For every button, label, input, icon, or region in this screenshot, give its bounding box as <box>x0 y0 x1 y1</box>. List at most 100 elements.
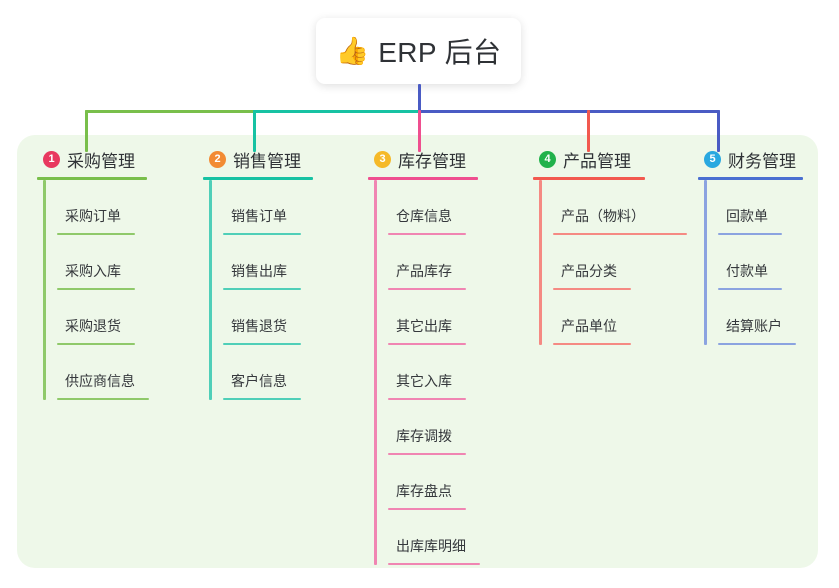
leaf-item[interactable]: 付款单 <box>718 235 803 290</box>
leaf-item-underline <box>553 288 631 290</box>
leaf-item[interactable]: 其它入库 <box>388 345 478 400</box>
leaf-spine-connector <box>43 180 46 400</box>
branch-title-underline <box>698 177 803 180</box>
leaf-item[interactable]: 库存调拨 <box>388 400 478 455</box>
leaf-list-采购管理: 采购订单采购入库采购退货供应商信息 <box>43 180 149 400</box>
leaf-spine-connector <box>374 180 377 565</box>
branch-title-label: 财务管理 <box>728 151 796 171</box>
leaf-item-underline <box>388 343 466 345</box>
bus-segment-green <box>85 110 256 113</box>
branch-title-underline <box>368 177 478 180</box>
leaf-item[interactable]: 产品单位 <box>553 290 645 345</box>
leaf-item-underline <box>57 288 135 290</box>
leaf-item[interactable]: 客户信息 <box>223 345 313 400</box>
leaf-item[interactable]: 销售订单 <box>223 180 313 235</box>
leaf-item-underline <box>388 233 466 235</box>
branch-title-underline <box>203 177 313 180</box>
branch-header-采购管理[interactable]: 1 采购管理 <box>37 146 147 172</box>
leaf-item-underline <box>223 398 301 400</box>
branch-title-label: 产品管理 <box>563 151 631 171</box>
branch-title-underline <box>533 177 645 180</box>
branches-backdrop-panel <box>17 135 818 568</box>
branch-title-label: 销售管理 <box>233 151 301 171</box>
branch-drop-connector-3 <box>418 110 421 152</box>
leaf-item-underline <box>57 233 135 235</box>
leaf-item[interactable]: 回款单 <box>718 180 803 235</box>
leaf-item[interactable]: 出库库明细 <box>388 510 480 565</box>
leaf-item[interactable]: 采购订单 <box>57 180 147 235</box>
leaf-item-underline <box>388 288 466 290</box>
leaf-item-label: 库存盘点 <box>396 483 452 499</box>
leaf-item-underline <box>718 288 782 290</box>
leaf-spine-connector <box>209 180 212 400</box>
leaf-item-underline <box>718 343 796 345</box>
branch-header-销售管理[interactable]: 2 销售管理 <box>203 146 313 172</box>
leaf-item[interactable]: 销售退货 <box>223 290 313 345</box>
leaf-item-label: 采购退货 <box>65 318 121 334</box>
branch-drop-connector-5 <box>717 110 720 152</box>
branch-drop-connector-2 <box>253 110 256 152</box>
leaf-item[interactable]: 产品库存 <box>388 235 478 290</box>
leaf-item-label: 销售退货 <box>231 318 287 334</box>
leaf-item[interactable]: 库存盘点 <box>388 455 478 510</box>
branch-number-badge-5: 5 <box>704 150 721 168</box>
leaf-item-label: 产品库存 <box>396 263 452 279</box>
branch-number-badge-2: 2 <box>209 150 226 168</box>
leaf-item[interactable]: 采购退货 <box>57 290 147 345</box>
leaf-item[interactable]: 供应商信息 <box>57 345 149 400</box>
branch-number-badge-1: 1 <box>43 150 60 168</box>
leaf-item-label: 库存调拨 <box>396 428 452 444</box>
leaf-item-label: 其它出库 <box>396 318 452 334</box>
leaf-item-label: 销售出库 <box>231 263 287 279</box>
branch-drop-connector-1 <box>85 110 88 152</box>
leaf-spine-connector <box>704 180 707 345</box>
branch-number-badge-3: 3 <box>374 150 391 168</box>
leaf-item-underline <box>553 343 631 345</box>
leaf-item-label: 结算账户 <box>726 318 782 334</box>
branch-header-财务管理[interactable]: 5 财务管理 <box>698 146 803 172</box>
leaf-list-财务管理: 回款单付款单结算账户 <box>704 180 803 345</box>
leaf-item-underline <box>57 398 149 400</box>
thumbs-up-icon: 👍 <box>335 35 370 66</box>
leaf-item-underline <box>57 343 135 345</box>
leaf-item-label: 产品分类 <box>561 263 617 279</box>
leaf-spine-connector <box>539 180 542 345</box>
leaf-item-label: 采购订单 <box>65 208 121 224</box>
leaf-item-underline <box>718 233 782 235</box>
leaf-item[interactable]: 仓库信息 <box>388 180 478 235</box>
leaf-item-label: 产品单位 <box>561 318 617 334</box>
branch-header-库存管理[interactable]: 3 库存管理 <box>368 146 478 172</box>
leaf-item-underline <box>223 343 301 345</box>
root-node-card[interactable]: 👍 ERP 后台 <box>316 18 521 84</box>
leaf-item[interactable]: 产品分类 <box>553 235 645 290</box>
branch-column-库存管理: 3 库存管理仓库信息产品库存其它出库其它入库库存调拨库存盘点出库库明细 <box>368 146 480 565</box>
leaf-item-label: 采购入库 <box>65 263 121 279</box>
leaf-item[interactable]: 采购入库 <box>57 235 147 290</box>
branch-drop-connector-4 <box>587 110 590 152</box>
leaf-item[interactable]: 销售出库 <box>223 235 313 290</box>
leaf-item-underline <box>388 398 466 400</box>
leaf-item-underline <box>388 563 480 565</box>
branch-title-underline <box>37 177 147 180</box>
leaf-item-label: 付款单 <box>726 263 768 279</box>
leaf-item[interactable]: 其它出库 <box>388 290 478 345</box>
leaf-item-label: 出库库明细 <box>396 538 466 554</box>
bus-segment-blue <box>418 110 720 113</box>
leaf-item-label: 仓库信息 <box>396 208 452 224</box>
branch-column-财务管理: 5 财务管理回款单付款单结算账户 <box>698 146 803 345</box>
leaf-item[interactable]: 产品（物料） <box>553 180 687 235</box>
root-node-title: ERP 后台 <box>378 37 502 68</box>
leaf-item-underline <box>553 233 687 235</box>
leaf-item[interactable]: 结算账户 <box>718 290 803 345</box>
leaf-list-产品管理: 产品（物料） 产品分类产品单位 <box>539 180 687 345</box>
branch-title-label: 采购管理 <box>67 151 135 171</box>
bus-segment-teal <box>253 110 421 113</box>
leaf-list-销售管理: 销售订单销售出库销售退货客户信息 <box>209 180 313 400</box>
leaf-item-underline <box>223 233 301 235</box>
leaf-item-label: 回款单 <box>726 208 768 224</box>
branch-title-label: 库存管理 <box>398 151 466 171</box>
leaf-item-label: 销售订单 <box>231 208 287 224</box>
